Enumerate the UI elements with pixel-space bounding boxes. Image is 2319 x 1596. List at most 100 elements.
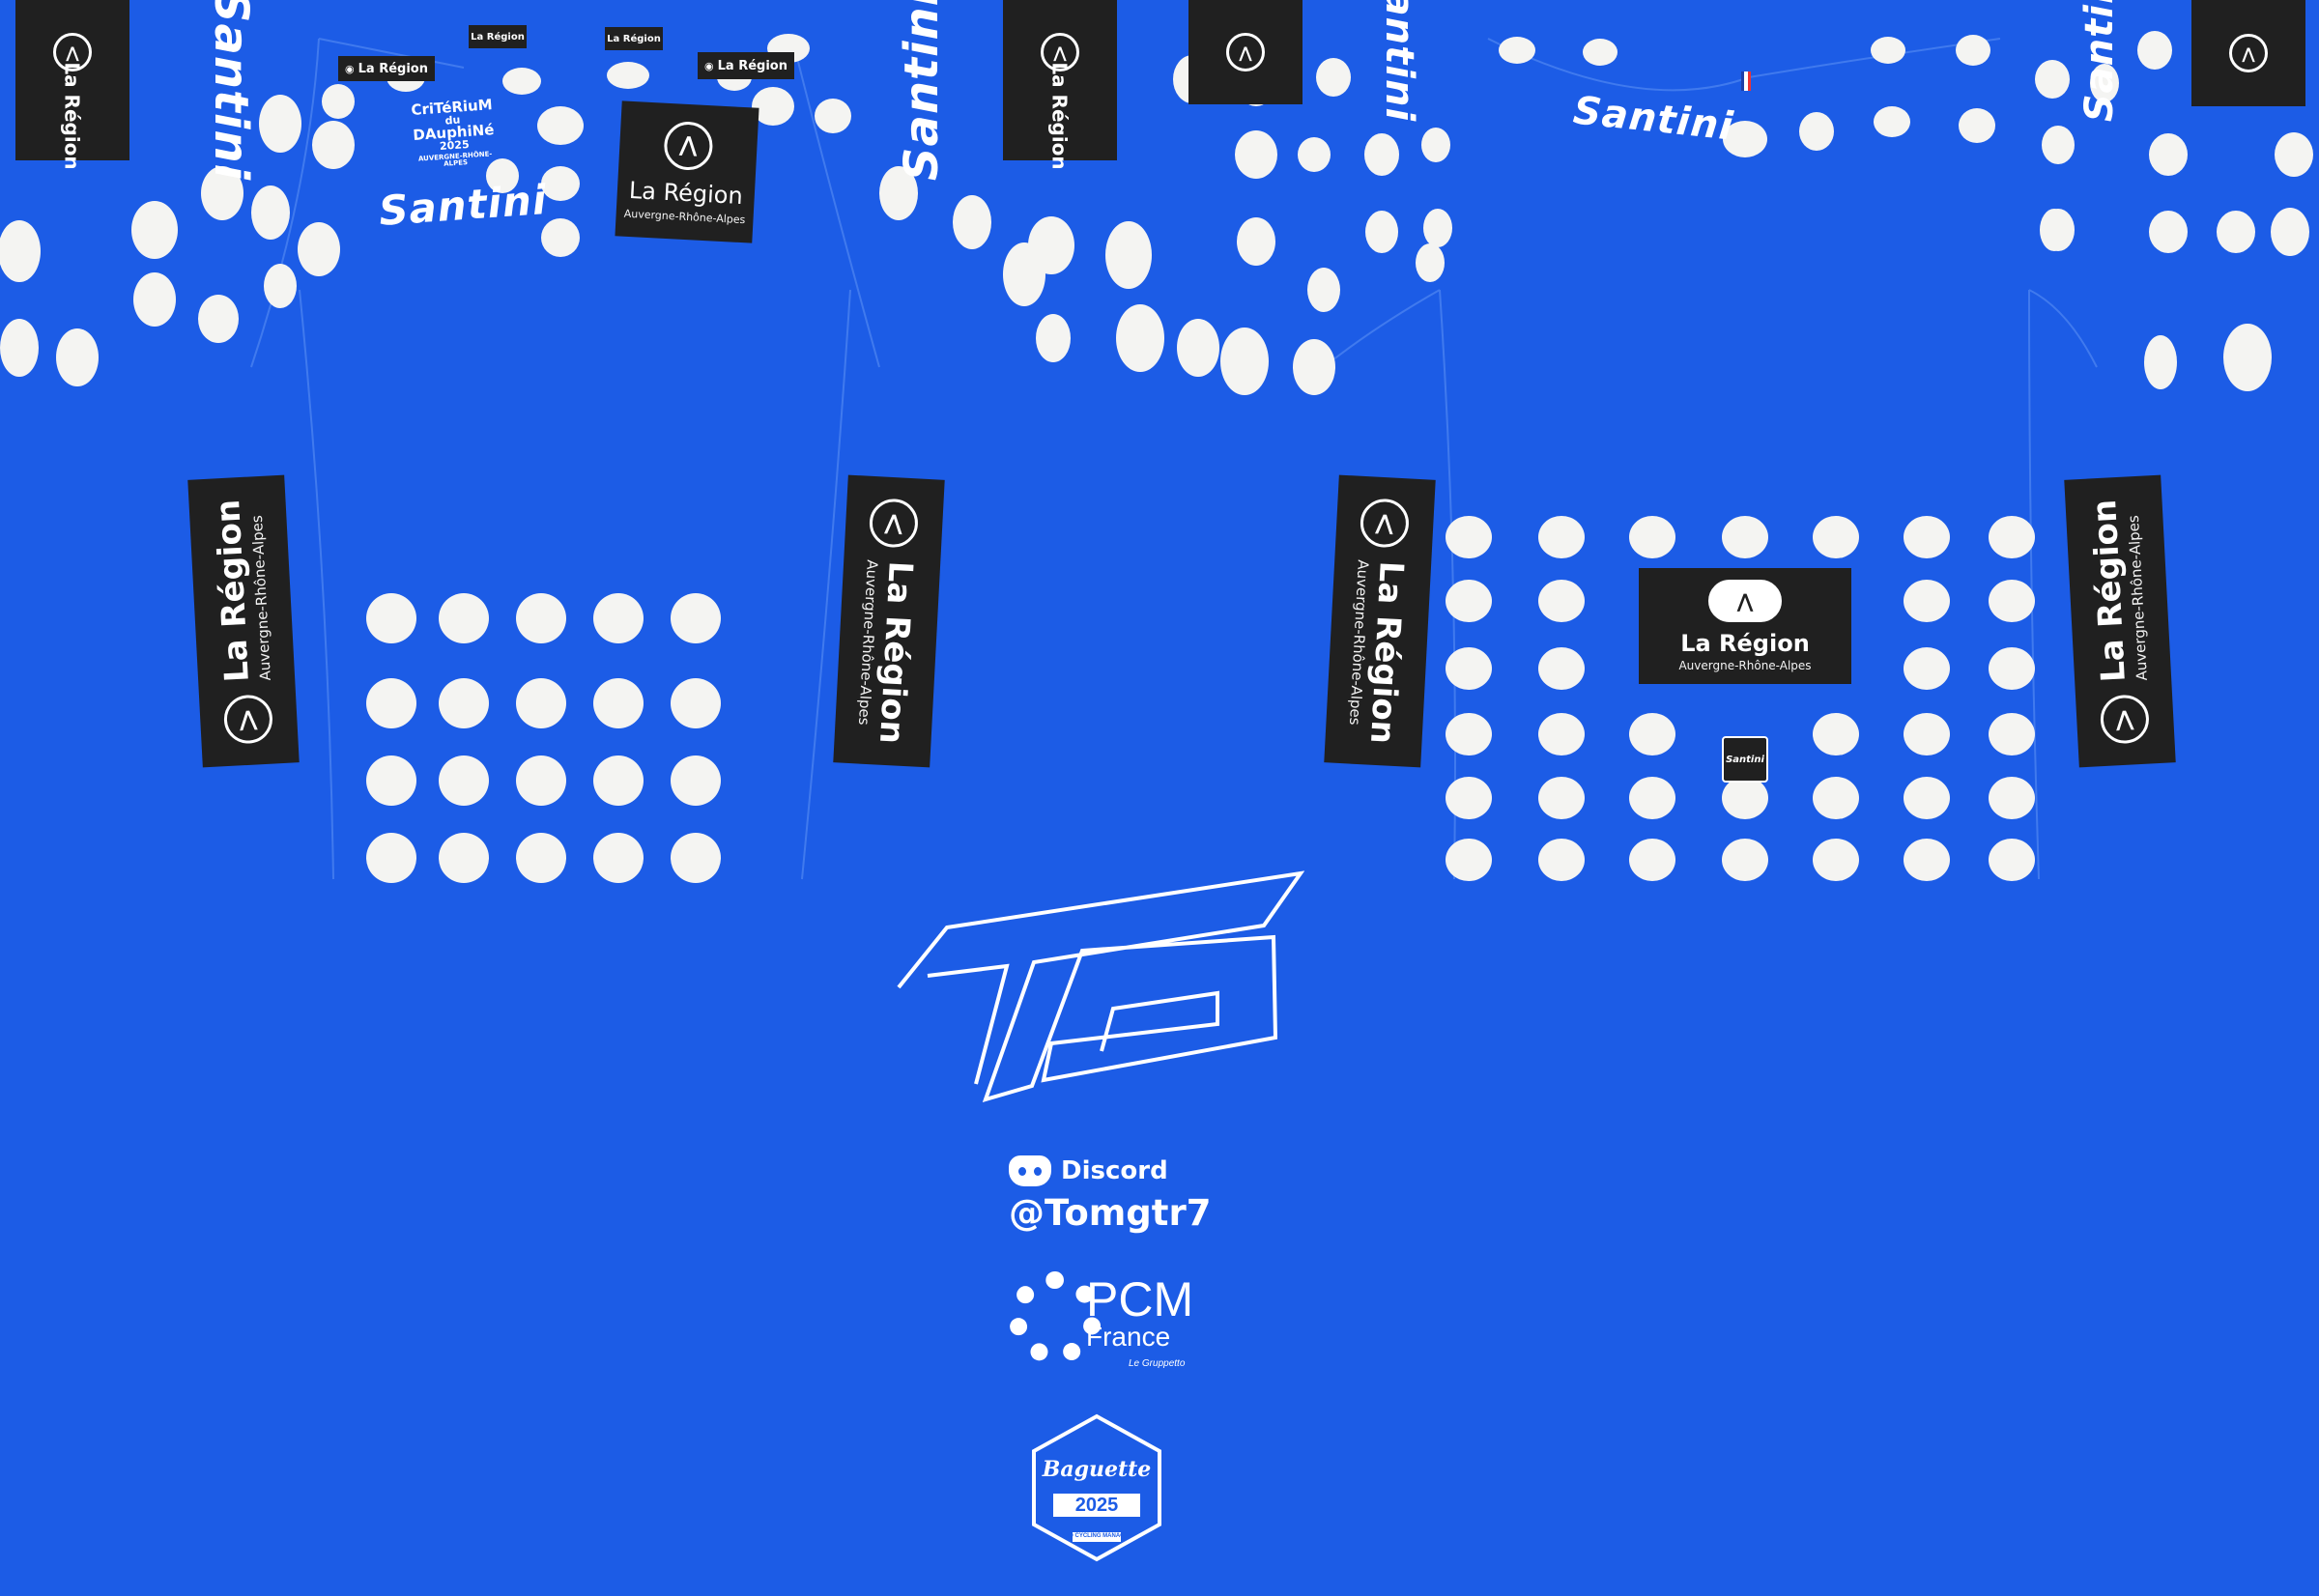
polka-dot [516,755,566,806]
polka-dot [2035,60,2070,99]
polka-dot [1446,516,1492,558]
sponsor-name: La Région [1047,62,1072,170]
polka-dot [1421,128,1450,162]
polka-dot [2137,31,2172,70]
sponsor-panel-back: ⋀ La Région Auvergne-Rhône-Alpes [1639,568,1851,684]
polka-dot [1871,37,1905,64]
polka-dot [2149,133,2188,176]
polka-dot [1989,713,2035,755]
polka-dot [1446,580,1492,622]
polka-dot [1538,777,1585,819]
polka-dot [1629,516,1675,558]
region-mountain-icon: ◉ [704,59,714,72]
discord-handle: @Tomgtr7 [1009,1192,1212,1234]
santini-wordmark: Santini [204,0,259,182]
discord-label: Discord [1061,1156,1168,1185]
sponsor-panel-chest: ⋀ La Région Auvergne-Rhône-Alpes [615,100,759,243]
polka-dot [1116,304,1164,372]
polka-dot [312,121,355,169]
polka-dot [502,68,541,95]
polka-dot [366,755,416,806]
polka-dot [1416,243,1445,282]
polka-dot [1874,106,1910,137]
polka-dot [1446,647,1492,690]
polka-dot [1538,713,1585,755]
polka-dot [1629,777,1675,819]
region-mountain-icon: ⋀ [2100,694,2151,745]
polka-dot [2040,209,2069,251]
polka-dot [2144,335,2177,389]
santini-label-back: Santini [1722,736,1768,783]
sponsor-panel-sleeve-1: ⋀ La Région [15,0,129,170]
polka-dot [671,678,721,728]
polka-dot [2217,211,2255,253]
sponsor-name: La Région [628,176,744,210]
polka-dot [1293,339,1335,395]
polka-dot [1989,777,2035,819]
polka-dot [1989,580,2035,622]
polka-dot [201,166,243,220]
polka-dot [1364,133,1399,176]
polka-dot [1956,35,1990,66]
polka-dot [1629,839,1675,881]
santini-wordmark: Santini [2077,0,2123,123]
polka-dot [671,755,721,806]
polka-dot [1813,713,1859,755]
polka-dot [1235,130,1277,179]
polka-dot [486,158,519,193]
region-mountain-icon: ⋀ [1708,580,1782,622]
polka-dot [322,84,355,119]
polka-dot [133,272,176,327]
region-mountain-icon: ⋀ [223,694,274,745]
baguette-footer: PRO CYCLING MANAGER [1060,1533,1133,1539]
collar-sponsor-tag: La Région [605,27,663,50]
polka-dot [1365,211,1398,253]
polka-dot [0,220,41,282]
region-mountain-icon: ⋀ [869,498,920,549]
polka-dot [593,755,644,806]
polka-dot [1904,580,1950,622]
polka-dot [593,593,644,643]
polka-dot [593,678,644,728]
sponsor-sub: Auvergne-Rhône-Alpes [1678,659,1812,672]
sponsor-panel-sleeve-4: ⋀ [2191,0,2305,106]
polka-dot [1989,516,2035,558]
polka-dot [1813,516,1859,558]
sponsor-name: La Région [1680,630,1810,657]
pcm-name: PCM [1086,1272,1194,1326]
santini-wordmark: Santini [1377,0,1422,123]
collar-sponsor-tag: La Région [469,25,527,48]
polka-dot [671,593,721,643]
polka-dot [1538,580,1585,622]
polka-dot [1989,839,2035,881]
polka-dot [1538,647,1585,690]
polka-dot [2223,324,2272,391]
region-mountain-icon: ⋀ [2229,34,2268,72]
discord-contact: Discord @Tomgtr7 [1009,1155,1212,1234]
polka-dot [516,678,566,728]
polka-dot [1989,647,2035,690]
region-mountain-icon: ◉ [345,62,355,75]
polka-dot [607,62,649,89]
polka-dot [1813,777,1859,819]
sponsor-name: La Région [60,62,84,170]
polka-dot [1316,58,1351,97]
polka-dot [1904,713,1950,755]
polka-dot [879,166,918,220]
polka-dot [439,678,489,728]
polka-dot [1722,839,1768,881]
baguette-badge: Baguette 2025 PRO CYCLING MANAGER [1028,1412,1165,1563]
sponsor-panel-sleeve-2: ⋀ La Région [1003,0,1117,170]
polka-dot [1028,216,1074,274]
pcm-sub: France [1086,1322,1171,1352]
polka-dot [1722,777,1768,819]
polka-dot [541,166,580,201]
santini-wordmark: Santini [895,0,950,182]
polka-dot [439,755,489,806]
region-mountain-icon: ⋀ [1226,33,1265,71]
baguette-title: Baguette [1042,1457,1152,1482]
